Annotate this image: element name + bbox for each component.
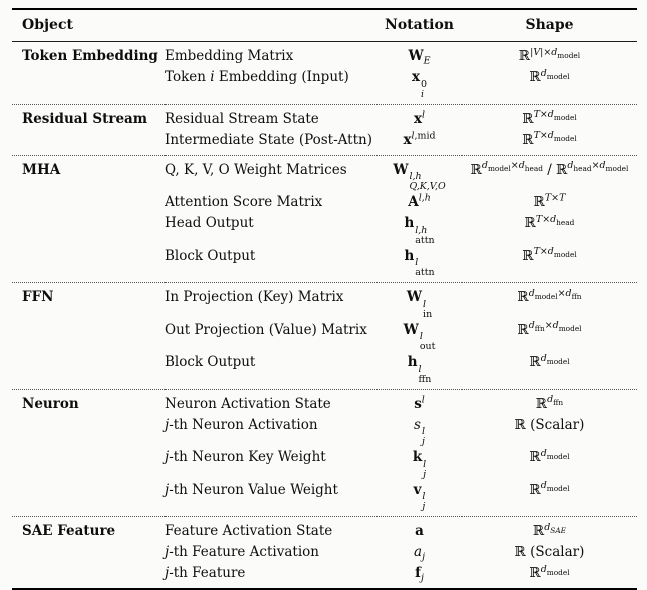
group-label: SAE Feature — [22, 523, 116, 539]
object-description: Token i Embedding (Input) — [165, 69, 349, 85]
object-description: Attention Score Matrix — [165, 194, 323, 210]
shape-cell: ℝdSAE — [533, 521, 567, 539]
shape-cell: ℝT×dmodel — [522, 246, 577, 264]
notation-cell: fj — [415, 565, 424, 584]
object-description: Embedding Matrix — [165, 48, 294, 64]
col-header-notation: Notation — [377, 9, 463, 42]
table-row: Neuron Neuron Activation State sl ℝdffn — [12, 389, 637, 415]
shape-cell: ℝdffn×dmodel — [517, 320, 582, 338]
shape-cell: ℝT×dmodel — [522, 109, 577, 127]
object-description: Out Projection (Value) Matrix — [165, 321, 367, 338]
object-description: Head Output — [165, 215, 254, 231]
group-label: Residual Stream — [22, 110, 148, 127]
header-row: Object Notation Shape — [12, 9, 638, 42]
group-label: MHA — [22, 161, 61, 178]
object-description: Q, K, V, O Weight Matrices — [165, 161, 347, 178]
shape-cell: ℝdmodel — [529, 67, 570, 85]
shape-cell: ℝdmodel — [529, 352, 570, 370]
table-row: Token Embedding Embedding Matrix WE ℝ|V|… — [12, 42, 637, 68]
shape-cell: ℝT×dmodel — [522, 130, 577, 148]
shape-cell: ℝT×T — [533, 192, 566, 210]
col-header-shape: Shape — [462, 9, 638, 42]
table-row: SAE Feature Feature Activation State a ℝ… — [12, 517, 637, 543]
object-description: Block Output — [165, 354, 256, 370]
object-description: j-th Neuron Key Weight — [165, 449, 326, 465]
shape-cell: ℝ (Scalar) — [514, 544, 585, 560]
notation-cell: aj — [414, 544, 426, 563]
group-sae-feature: SAE Feature Feature Activation State a ℝ… — [12, 516, 638, 590]
notation-table: Object Notation Shape Token Embedding Em… — [12, 8, 638, 590]
object-description: j-th Feature — [165, 565, 246, 581]
group-residual-stream: Residual Stream Residual Stream State xl… — [12, 104, 638, 156]
table-row: Residual Stream Residual Stream State xl… — [12, 104, 637, 130]
shape-cell: ℝdmodel — [529, 447, 570, 465]
group-label: Neuron — [22, 395, 79, 412]
shape-cell: ℝdmodel×dhead / ℝdhead×dmodel — [470, 160, 629, 178]
group-neuron: Neuron Neuron Activation State sl ℝdffn … — [12, 389, 638, 517]
object-description: j-th Neuron Value Weight — [165, 481, 338, 498]
table-row: Intermediate State (Post-Attn) xl,mid ℝT… — [12, 130, 637, 156]
shape-cell: ℝ (Scalar) — [514, 416, 585, 433]
group-label: Token Embedding — [22, 48, 158, 64]
shape-cell: ℝT×dhead — [524, 213, 575, 231]
col-header-object: Object — [12, 9, 378, 42]
notation-cell: xl,mid — [403, 130, 436, 148]
shape-cell: ℝ|V|×dmodel — [518, 46, 581, 64]
group-token-embedding: Token Embedding Embedding Matrix WE ℝ|V|… — [12, 42, 637, 105]
notation-cell: xl — [413, 109, 426, 127]
shape-cell: ℝdffn — [535, 394, 564, 412]
object-description: Feature Activation State — [165, 523, 333, 539]
notation-cell: WE — [408, 48, 431, 67]
shape-cell: ℝdmodel×dffn — [517, 287, 582, 305]
paper-page: Object Notation Shape Token Embedding Em… — [12, 8, 638, 590]
object-description: j-th Neuron Activation — [165, 416, 318, 433]
notation-cell: sl — [414, 394, 425, 412]
notation-cell: Al,h — [408, 192, 431, 210]
object-description: Intermediate State (Post-Attn) — [165, 131, 372, 148]
object-description: Neuron Activation State — [165, 395, 331, 412]
object-description: Residual Stream State — [165, 110, 319, 127]
shape-cell: ℝdmodel — [529, 563, 570, 581]
group-label: FFN — [22, 289, 54, 305]
table-row: Attention Score Matrix Al,h ℝT×T — [12, 192, 637, 213]
table-header: Object Notation Shape — [12, 9, 638, 42]
notation-cell: a — [415, 523, 424, 539]
object-description: j-th Feature Activation — [165, 544, 319, 560]
shape-cell: ℝdmodel — [529, 480, 570, 498]
object-description: Block Output — [165, 247, 256, 264]
object-description: In Projection (Key) Matrix — [165, 289, 344, 305]
